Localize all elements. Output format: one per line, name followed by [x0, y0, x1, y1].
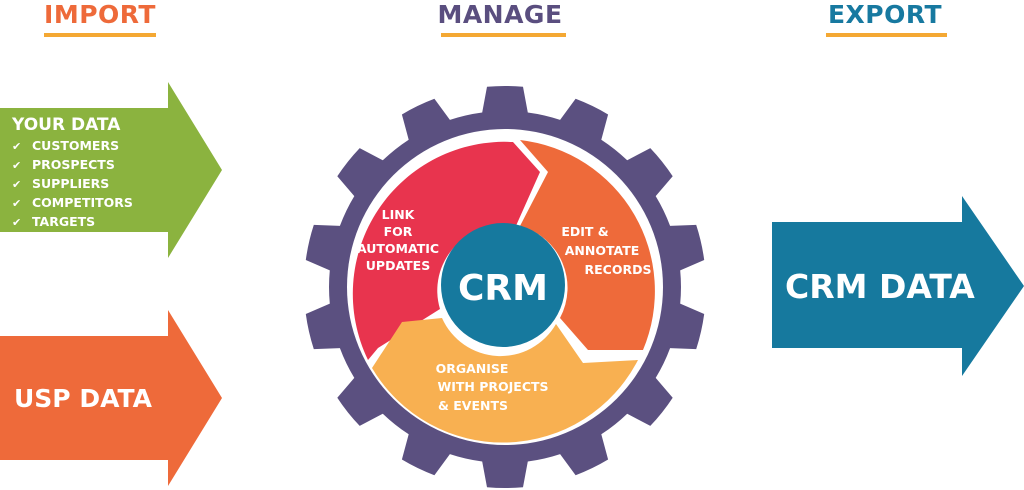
- manage-underline: [441, 33, 566, 37]
- import-heading: IMPORT: [44, 0, 156, 29]
- segment-label: ORGANISE: [436, 361, 509, 376]
- segment-label: EDIT &: [561, 224, 608, 239]
- segment-label: FOR: [384, 224, 413, 239]
- usp-data-title: USP DATA: [14, 384, 153, 413]
- check-icon: ✔: [12, 159, 21, 172]
- list-item: ✔ COMPETITORS: [12, 195, 133, 210]
- list-item: ✔ PROSPECTS: [12, 157, 115, 172]
- export-underline: [826, 33, 947, 37]
- edit-segment-labels: EDIT & ANNOTATE RECORDS: [561, 224, 651, 277]
- list-item-label: COMPETITORS: [32, 195, 133, 210]
- list-item-label: PROSPECTS: [32, 157, 115, 172]
- segment-label: ANNOTATE: [565, 243, 640, 258]
- check-icon: ✔: [12, 178, 21, 191]
- manage-heading: MANAGE: [437, 0, 563, 29]
- list-item: ✔ SUPPLIERS: [12, 176, 109, 191]
- organise-segment-labels: ORGANISE WITH PROJECTS & EVENTS: [436, 361, 549, 413]
- organise-segment: [372, 318, 638, 443]
- crm-center-circle: [441, 223, 565, 347]
- check-icon: ✔: [12, 140, 21, 153]
- edit-segment: [520, 140, 655, 350]
- crm-data-arrow: [772, 196, 1024, 376]
- check-icon: ✔: [12, 216, 21, 229]
- import-underline: [44, 33, 156, 37]
- crm-center-label: CRM: [458, 268, 548, 309]
- list-item: ✔ CUSTOMERS: [12, 138, 119, 153]
- segment-label: UPDATES: [366, 258, 430, 273]
- segment-label: WITH PROJECTS: [437, 379, 548, 394]
- list-item-label: SUPPLIERS: [32, 176, 109, 191]
- export-heading: EXPORT: [827, 0, 943, 29]
- your-data-arrow: [0, 82, 222, 258]
- segment-label: RECORDS: [585, 262, 652, 277]
- list-item: ✔ TARGETS: [12, 214, 95, 229]
- usp-data-arrow: [0, 310, 222, 486]
- check-icon: ✔: [12, 197, 21, 210]
- segment-label: & EVENTS: [438, 398, 508, 413]
- crm-data-title: CRM DATA: [785, 267, 975, 306]
- link-segment-labels: LINK FOR AUTOMATIC UPDATES: [357, 207, 439, 273]
- segment-label: LINK: [382, 207, 416, 222]
- list-item-label: TARGETS: [32, 214, 95, 229]
- link-segment: [352, 141, 540, 360]
- your-data-title: YOUR DATA: [11, 115, 121, 135]
- list-item-label: CUSTOMERS: [32, 138, 119, 153]
- segment-label: AUTOMATIC: [357, 241, 439, 256]
- your-data-list: ✔ CUSTOMERS ✔ PROSPECTS ✔ SUPPLIERS ✔ CO…: [12, 138, 133, 229]
